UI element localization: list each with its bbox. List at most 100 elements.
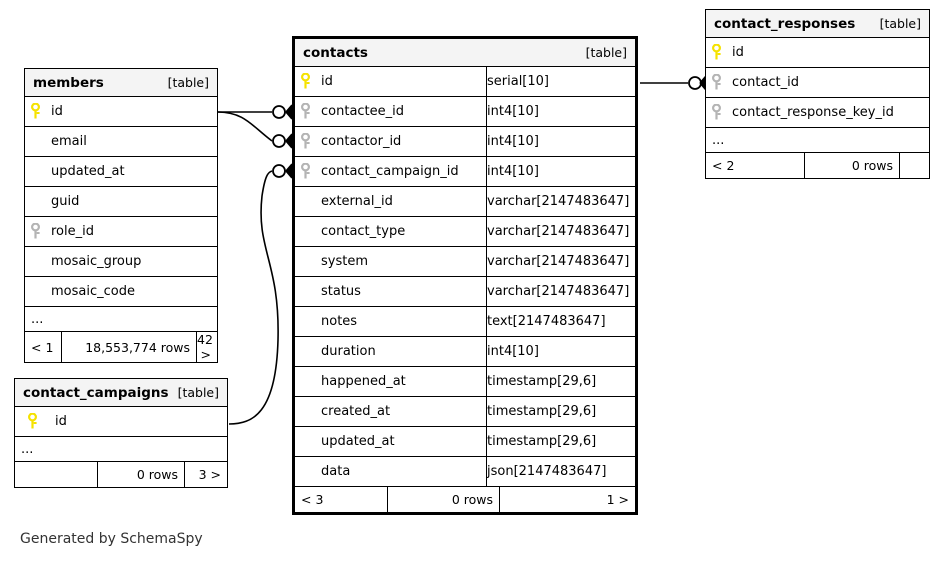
ellipsis-label: ... xyxy=(25,306,217,332)
prev-page-button[interactable]: < 2 xyxy=(706,152,805,178)
next-page-button[interactable]: 42 > xyxy=(196,331,217,362)
table-contact-responses[interactable]: contact_responses [table] id xyxy=(705,9,930,179)
column-label: contact_type xyxy=(321,224,406,239)
table-title-contact-campaigns: contact_campaigns xyxy=(15,379,169,407)
column-row-members-updated-at[interactable]: updated_at xyxy=(25,156,217,187)
column-name-cell: happened_at xyxy=(295,366,487,397)
column-label: contactee_id xyxy=(321,104,405,119)
column-name-cell: email xyxy=(25,126,217,157)
table-kind-contact-responses: [table] xyxy=(817,10,929,38)
foreign-key-icon xyxy=(706,103,730,122)
edge-members-id-to-contacts-contactor-id xyxy=(217,111,273,142)
table-contact-campaigns[interactable]: contact_campaigns [table] id ... xyxy=(14,378,228,488)
table-footer-contact-responses: < 2 0 rows xyxy=(706,152,929,178)
column-label: guid xyxy=(51,194,80,209)
column-row-contact-responses-id[interactable]: id xyxy=(706,37,929,68)
primary-key-icon xyxy=(25,102,49,121)
column-name-cell: notes xyxy=(295,306,487,337)
column-label: email xyxy=(51,134,87,149)
column-row-contacts-contactee-id[interactable]: contactee_id int4[10] xyxy=(295,96,635,127)
column-type-label: varchar[2147483647] xyxy=(486,246,635,277)
column-row-members-mosaic-group[interactable]: mosaic_group xyxy=(25,246,217,277)
column-label: updated_at xyxy=(321,434,395,449)
column-type-label: timestamp[29,6] xyxy=(486,426,635,457)
column-name-cell: contact_type xyxy=(295,216,487,247)
column-name-cell: id xyxy=(15,406,227,437)
prev-page-button[interactable]: < 3 xyxy=(295,486,388,512)
column-row-contacts-system[interactable]: system varchar[2147483647] xyxy=(295,246,635,277)
column-type-label: varchar[2147483647] xyxy=(486,186,635,217)
column-row-members-guid[interactable]: guid xyxy=(25,186,217,217)
column-name-cell: contactor_id xyxy=(295,126,487,157)
column-label: id xyxy=(55,414,67,429)
column-label: contactor_id xyxy=(321,134,402,149)
column-row-contact-responses-contact-response-key-id[interactable]: contact_response_key_id xyxy=(706,97,929,128)
row-count-label: 18,553,774 rows xyxy=(61,331,197,362)
column-label: contact_id xyxy=(732,75,800,90)
foreign-key-icon xyxy=(295,162,319,181)
column-row-members-mosaic-code[interactable]: mosaic_code xyxy=(25,276,217,307)
column-type-label: varchar[2147483647] xyxy=(486,276,635,307)
column-type-label: int4[10] xyxy=(486,336,635,367)
column-name-cell: guid xyxy=(25,186,217,217)
table-header-contact-responses: contact_responses [table] xyxy=(706,10,929,38)
column-row-contacts-happened-at[interactable]: happened_at timestamp[29,6] xyxy=(295,366,635,397)
column-row-contacts-external-id[interactable]: external_id varchar[2147483647] xyxy=(295,186,635,217)
ellipsis-label: ... xyxy=(15,436,227,462)
column-label: happened_at xyxy=(321,374,406,389)
table-title-contact-responses: contact_responses xyxy=(706,10,855,38)
primary-key-icon xyxy=(295,72,319,91)
column-row-contacts-created-at[interactable]: created_at timestamp[29,6] xyxy=(295,396,635,427)
foreign-key-icon xyxy=(706,73,730,92)
column-type-label: timestamp[29,6] xyxy=(486,366,635,397)
column-type-label: varchar[2147483647] xyxy=(486,216,635,247)
column-name-cell: mosaic_group xyxy=(25,246,217,277)
table-kind-members: [table] xyxy=(121,69,217,97)
row-count-label: 0 rows xyxy=(97,461,185,487)
next-page-button[interactable]: 3 > xyxy=(184,461,227,487)
column-name-cell: duration xyxy=(295,336,487,367)
column-row-contacts-contactor-id[interactable]: contactor_id int4[10] xyxy=(295,126,635,157)
column-type-label: json[2147483647] xyxy=(486,456,635,487)
column-row-members-id[interactable]: id xyxy=(25,96,217,127)
column-label: id xyxy=(51,104,63,119)
row-count-label: 0 rows xyxy=(804,152,900,178)
column-row-members-email[interactable]: email xyxy=(25,126,217,157)
column-label: id xyxy=(321,74,333,89)
table-footer-contact-campaigns: 0 rows 3 > xyxy=(15,461,227,487)
column-label: system xyxy=(321,254,368,269)
column-row-members-role-id[interactable]: role_id xyxy=(25,216,217,247)
primary-key-icon xyxy=(15,412,53,431)
column-name-cell: id xyxy=(295,66,487,97)
column-row-contacts-data[interactable]: data json[2147483647] xyxy=(295,456,635,487)
table-kind-contact-campaigns: [table] xyxy=(121,379,227,407)
prev-page-button[interactable]: < 1 xyxy=(25,331,62,362)
prev-page-button[interactable] xyxy=(15,461,98,487)
column-name-cell: contactee_id xyxy=(295,96,487,127)
column-row-contacts-duration[interactable]: duration int4[10] xyxy=(295,336,635,367)
column-name-cell: role_id xyxy=(25,216,217,247)
column-type-label: text[2147483647] xyxy=(486,306,635,337)
column-name-cell: updated_at xyxy=(295,426,487,457)
column-label: contact_response_key_id xyxy=(732,105,894,120)
column-row-contacts-contact-campaign-id[interactable]: contact_campaign_id int4[10] xyxy=(295,156,635,187)
column-type-label: timestamp[29,6] xyxy=(486,396,635,427)
table-contacts[interactable]: contacts [table] id serial[10] xyxy=(292,36,638,515)
column-row-contacts-id[interactable]: id serial[10] xyxy=(295,66,635,97)
column-row-contact-campaigns-id[interactable]: id xyxy=(15,406,227,437)
column-row-contacts-updated-at[interactable]: updated_at timestamp[29,6] xyxy=(295,426,635,457)
column-row-contacts-contact-type[interactable]: contact_type varchar[2147483647] xyxy=(295,216,635,247)
column-name-cell: id xyxy=(706,37,929,68)
more-columns-indicator: ... xyxy=(15,436,227,462)
next-page-button[interactable]: 1 > xyxy=(499,486,635,512)
column-row-contacts-notes[interactable]: notes text[2147483647] xyxy=(295,306,635,337)
next-page-button[interactable] xyxy=(899,152,929,178)
table-footer-members: < 1 18,553,774 rows 42 > xyxy=(25,331,217,362)
column-label: mosaic_group xyxy=(51,254,142,269)
column-row-contact-responses-contact-id[interactable]: contact_id xyxy=(706,67,929,98)
more-columns-indicator: ... xyxy=(706,127,929,153)
column-name-cell: created_at xyxy=(295,396,487,427)
table-members[interactable]: members [table] id email xyxy=(24,68,218,363)
column-row-contacts-status[interactable]: status varchar[2147483647] xyxy=(295,276,635,307)
